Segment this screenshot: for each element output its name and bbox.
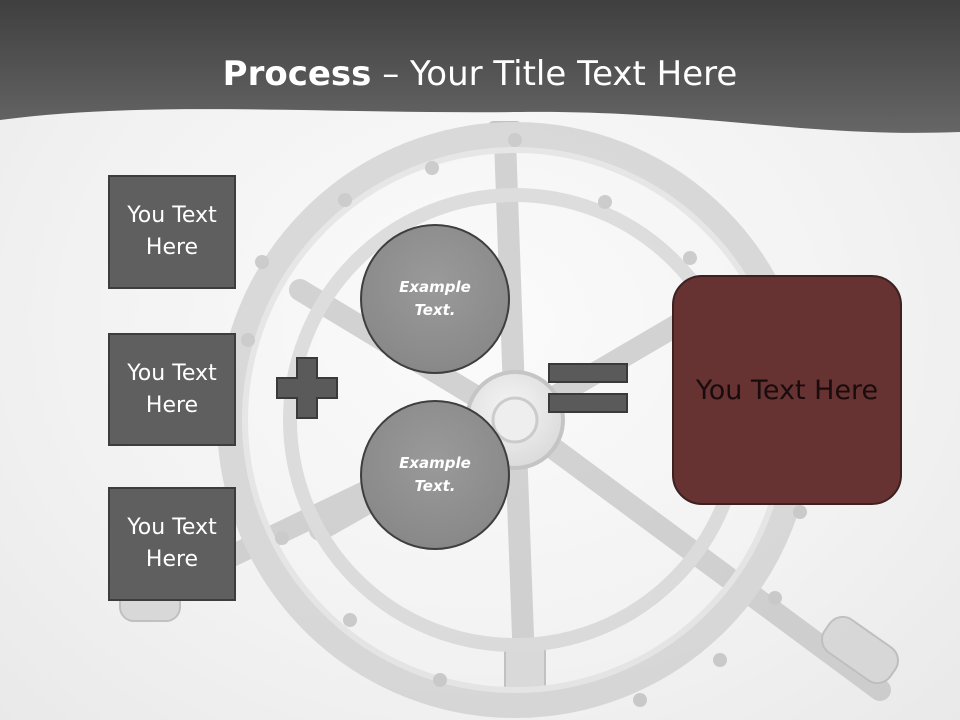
example-circle-1: Example Text. bbox=[360, 224, 510, 374]
title-bold: Process bbox=[222, 54, 372, 94]
slide-title: Process – Your Title Text Here bbox=[0, 52, 960, 96]
equals-icon bbox=[548, 363, 628, 413]
input-box-label: You Text Here bbox=[127, 515, 217, 572]
input-box-1: You Text Here bbox=[108, 175, 236, 289]
plus-icon bbox=[276, 357, 338, 419]
input-box-2: You Text Here bbox=[108, 333, 236, 446]
result-box: You Text Here bbox=[672, 275, 902, 505]
input-box-label: You Text Here bbox=[127, 360, 217, 418]
example-circle-label: Example Text. bbox=[399, 454, 471, 495]
result-box-label: You Text Here bbox=[695, 374, 879, 406]
title-separator: – bbox=[371, 54, 411, 94]
header-band bbox=[0, 0, 960, 133]
title-rest: Your Title Text Here bbox=[410, 54, 738, 94]
input-box-3: You Text Here bbox=[108, 487, 236, 601]
example-circle-label: Example Text. bbox=[399, 278, 471, 319]
input-box-label: You Text Here bbox=[127, 203, 217, 260]
example-circle-2: Example Text. bbox=[360, 400, 510, 550]
